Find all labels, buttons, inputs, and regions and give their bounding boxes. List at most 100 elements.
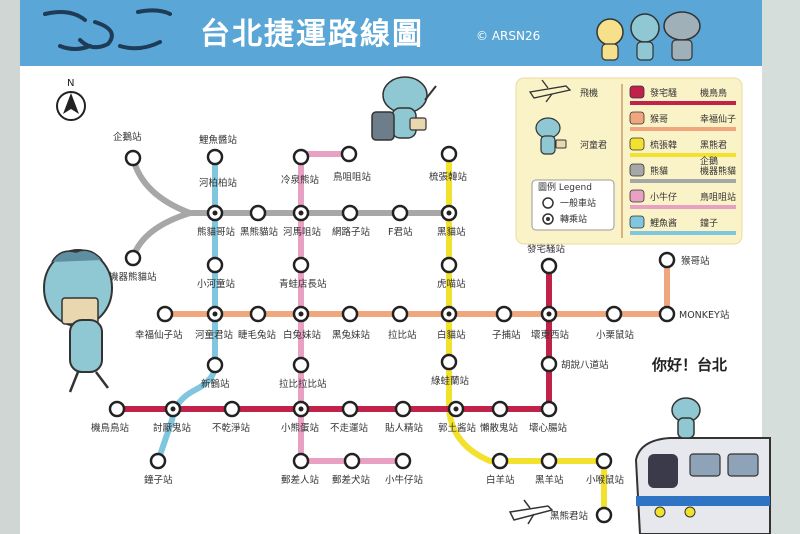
station-30: 新鶴站 bbox=[201, 356, 230, 390]
station-label: 企鵝站 bbox=[113, 131, 142, 143]
header-band: 台北捷運路線圖 © ARSN26 bbox=[20, 0, 762, 66]
station-0: 企鵝站 bbox=[113, 131, 142, 167]
legend-kappa-label: 河童君 bbox=[580, 139, 607, 151]
station-16: 發宅騷站 bbox=[527, 243, 566, 275]
station-49: 黑熊君站 bbox=[550, 506, 613, 524]
station-label: 壞心腸站 bbox=[529, 422, 568, 434]
station-marker bbox=[292, 452, 310, 470]
station-label: 發宅騷站 bbox=[527, 243, 566, 255]
station-47: 黑羊站 bbox=[535, 452, 564, 486]
station-marker bbox=[108, 400, 126, 418]
station-marker bbox=[391, 204, 409, 222]
station-label: 討厭鬼站 bbox=[153, 422, 192, 434]
station-33: 機鳥鳥站 bbox=[91, 400, 130, 434]
gray-train-icon bbox=[629, 163, 645, 177]
station-label: 懶散鬼站 bbox=[480, 422, 519, 434]
red-train-icon bbox=[629, 85, 645, 99]
page-title: 台北捷運路線圖 bbox=[200, 17, 424, 52]
station-label: 白貓站 bbox=[437, 329, 466, 341]
station-20: 睫毛兔站 bbox=[238, 305, 277, 341]
station-1: 機器熊貓站 bbox=[109, 249, 157, 283]
station-10: 冷泉熊站 bbox=[281, 148, 320, 186]
station-marker bbox=[149, 452, 167, 470]
legend-line-5: 鯉魚酱鐘子 bbox=[629, 215, 736, 235]
station-15: 虎喵站 bbox=[437, 256, 466, 290]
station-9: 黑貓站 bbox=[437, 204, 466, 238]
kappa-traveler-icon bbox=[371, 76, 437, 141]
legend-line-to: 企鵝 bbox=[700, 155, 718, 167]
station-marker bbox=[440, 256, 458, 274]
transfer-dot bbox=[546, 311, 552, 317]
station-label: 新鶴站 bbox=[201, 378, 230, 390]
station-marker bbox=[540, 452, 558, 470]
station-marker bbox=[440, 353, 458, 371]
station-45: 小牛仔站 bbox=[385, 452, 424, 486]
credit-text: © ARSN26 bbox=[476, 29, 540, 43]
station-48: 小喉鼠站 bbox=[586, 452, 625, 486]
station-marker bbox=[658, 305, 676, 323]
swirl-logo-icon bbox=[43, 8, 172, 51]
station-label: 黑兔妹站 bbox=[332, 329, 371, 341]
station-label: 機鳥鳥站 bbox=[91, 422, 130, 434]
station-label: 白兔妹站 bbox=[283, 329, 322, 341]
station-marker bbox=[605, 305, 623, 323]
station-44: 郵差犬站 bbox=[332, 452, 371, 486]
legend-kappa-icon bbox=[535, 117, 567, 155]
station-label: 子捕站 bbox=[492, 329, 521, 341]
station-27: 小栗鼠站 bbox=[596, 305, 635, 341]
legend-line-from: 熊貓 bbox=[650, 165, 668, 177]
legend-line-to: 機器熊貓 bbox=[700, 165, 736, 177]
compass-icon: N bbox=[56, 78, 86, 121]
pink-train-icon bbox=[629, 189, 645, 203]
station-7: 網路子站 bbox=[332, 204, 371, 238]
transfer-dot bbox=[298, 210, 304, 216]
legend-line-2: 梳張韓黑熊君 bbox=[629, 137, 736, 157]
station-label: 不走運站 bbox=[330, 422, 369, 434]
station-label: 睫毛兔站 bbox=[238, 329, 277, 341]
station-3: 河柏柏站 bbox=[199, 177, 238, 189]
station-marker bbox=[206, 356, 224, 374]
station-marker bbox=[124, 249, 142, 267]
transfer-dot bbox=[453, 406, 459, 412]
station-label: 貼人精站 bbox=[385, 422, 424, 434]
station-label: 鐘子站 bbox=[144, 474, 173, 486]
station-label: 小牛仔站 bbox=[385, 474, 424, 486]
legend-line-to: 幸福仙子 bbox=[700, 113, 736, 125]
legend-line-color-bar bbox=[630, 153, 736, 157]
station-21: 白兔妹站 bbox=[283, 305, 322, 341]
legend-line-from: 鯉魚酱 bbox=[650, 217, 677, 229]
transfer-dot bbox=[298, 406, 304, 412]
station-32: 綠蛙蘭站 bbox=[431, 353, 470, 387]
station-marker bbox=[540, 400, 558, 418]
station-marker bbox=[391, 305, 409, 323]
legend-line-list: 發宅騷機鳥鳥猴哥幸福仙子梳張韓黑熊君熊貓企鵝機器熊貓小牛仔鳥咀咀站鯉魚酱鐘子 bbox=[629, 85, 736, 235]
station-marker bbox=[540, 257, 558, 275]
kappa-reader-icon bbox=[43, 249, 113, 393]
station-label: 不乾淨站 bbox=[212, 422, 251, 434]
station-label: 網路子站 bbox=[332, 226, 371, 238]
legend-line-color-bar bbox=[630, 205, 736, 209]
station-marker bbox=[223, 400, 241, 418]
station-14: 青蛙店長站 bbox=[279, 256, 327, 290]
station-label: 小喉鼠站 bbox=[586, 474, 625, 486]
station-28: MONKEY站 bbox=[658, 305, 730, 323]
station-marker bbox=[249, 305, 267, 323]
transfer-dot bbox=[212, 210, 218, 216]
legend-key-title: 圖例 Legend bbox=[538, 181, 592, 193]
station-marker bbox=[341, 400, 359, 418]
legend-line-to: 機鳥鳥 bbox=[700, 87, 727, 99]
station-23: 拉比站 bbox=[388, 305, 417, 341]
transfer-dot bbox=[170, 406, 176, 412]
station-label: 鳥咀咀站 bbox=[333, 171, 372, 183]
legend-line-color-bar bbox=[630, 231, 736, 235]
legend-line-to: 鳥咀咀站 bbox=[700, 191, 736, 203]
station-43: 郵差人站 bbox=[281, 452, 320, 486]
station-marker bbox=[343, 452, 361, 470]
station-34: 討厭鬼站 bbox=[153, 400, 192, 434]
station-41: 壞心腸站 bbox=[529, 400, 568, 434]
station-13: 小河童站 bbox=[197, 256, 236, 290]
station-marker bbox=[595, 452, 613, 470]
legend-line-color-bar bbox=[630, 127, 736, 131]
